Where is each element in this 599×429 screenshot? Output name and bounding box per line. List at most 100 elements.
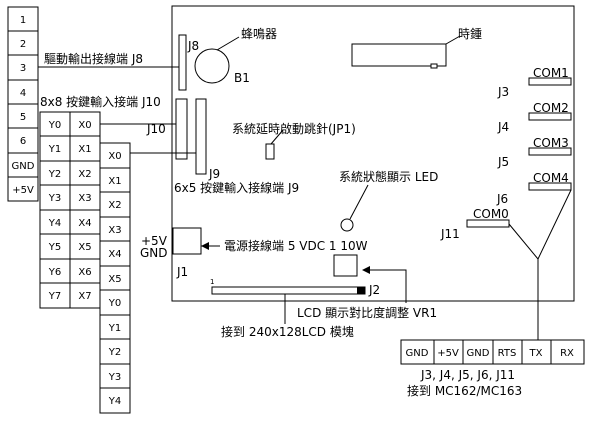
j9-pin-5: X5 xyxy=(108,274,121,285)
x-pin-2: X2 xyxy=(78,169,91,180)
jp1-description: 系統延時啟動跳針(JP1) xyxy=(232,121,356,136)
j8-description: 驅動輸出接線端 J8 xyxy=(44,51,143,66)
jp1-jumper xyxy=(265,143,275,160)
vr1-description: LCD 顯示對比度調整 VR1 xyxy=(297,305,437,320)
j2-label: J2 xyxy=(368,283,380,297)
x-pin-0: X0 xyxy=(78,120,91,131)
j3-label: J3 xyxy=(497,85,509,99)
clock-label: 時鍾 xyxy=(458,27,482,41)
j10-description: 8x8 按鍵輸入接端 J10 xyxy=(40,94,161,109)
j1-label: J1 xyxy=(176,265,188,279)
left-pin-5v: +5V xyxy=(12,185,34,196)
x-pin-3: X3 xyxy=(78,193,91,204)
j10-label: J10 xyxy=(146,122,166,136)
y-pin-5: Y5 xyxy=(48,242,61,253)
left-pin-5: 5 xyxy=(20,112,26,123)
left-pin-4: 4 xyxy=(20,88,26,99)
y-pin-7: Y7 xyxy=(48,291,61,302)
com4-connector xyxy=(528,182,572,191)
left-pin-1: 1 xyxy=(20,15,26,26)
jp1-pointer xyxy=(270,129,284,145)
y-pin-0: Y0 xyxy=(48,120,61,131)
gnd-label: GND xyxy=(140,246,168,260)
b1-label: B1 xyxy=(234,71,250,85)
j9-description: 6x5 按鍵輸入接線端 J9 xyxy=(174,180,299,195)
j5-label: J5 xyxy=(497,155,509,169)
clock-pointer xyxy=(445,35,461,45)
serial-pin-rts: RTS xyxy=(498,348,517,359)
j8-connector xyxy=(178,34,187,91)
x-pin-6: X6 xyxy=(78,267,91,278)
com3-label: COM3 xyxy=(533,136,569,150)
j1-power-connector xyxy=(172,227,202,255)
com4-label: COM4 xyxy=(533,171,569,185)
j2-pin1-number: 1 xyxy=(210,278,214,286)
x-pin-7: X7 xyxy=(78,291,91,302)
j6-label: J6 xyxy=(496,192,508,206)
com0-label: COM0 xyxy=(473,207,509,221)
j9-connector xyxy=(195,98,207,175)
com1-connector xyxy=(528,77,572,86)
j9-pin-7: Y1 xyxy=(108,323,121,334)
com0-connector xyxy=(466,219,510,228)
left-pin-3: 3 xyxy=(20,63,26,74)
mc-target-info: 接到 MC162/MC163 xyxy=(407,383,522,398)
led-description: 系統狀態顯示 LED xyxy=(339,169,438,184)
j2-pin1-marker xyxy=(357,287,365,294)
x-pin-column: X0 X1 X2 X3 X4 X5 X6 X7 xyxy=(69,111,101,309)
left-pin-6: 6 xyxy=(20,136,26,147)
plus5v-label: +5V xyxy=(141,234,168,248)
serial-pin-tx: TX xyxy=(529,348,543,359)
y-pin-3: Y3 xyxy=(48,193,61,204)
buzzer-label: 蜂鳴器 xyxy=(241,27,277,41)
vr1-pointer-line xyxy=(364,269,407,303)
x-pin-4: X4 xyxy=(78,218,91,229)
lcd-description: 接到 240x128LCD 模塊 xyxy=(221,324,354,339)
y-pin-4: Y4 xyxy=(48,218,61,229)
j9-pin-1: X1 xyxy=(108,176,121,187)
j2-lcd-header xyxy=(211,286,366,295)
y-pin-2: Y2 xyxy=(48,169,61,180)
serial-ports-info: J3, J4, J5, J6, J11 xyxy=(420,368,515,382)
j9-pin-column: X0 X1 X2 X3 X4 X5 Y0 Y1 Y2 Y3 Y4 xyxy=(99,142,131,414)
left-pin-gnd: GND xyxy=(12,161,35,172)
serial-pin-rx: RX xyxy=(560,348,574,359)
y-pin-column: Y0 Y1 Y2 Y3 Y4 Y5 Y6 Y7 xyxy=(39,111,71,309)
left-pin-2: 2 xyxy=(20,39,26,50)
com3-connector xyxy=(528,147,572,156)
vr1-arrow-icon xyxy=(362,266,370,274)
j9-pin-8: Y2 xyxy=(108,347,121,358)
j9-pin-0: X0 xyxy=(108,151,121,162)
clock-chip-notch xyxy=(430,63,438,69)
com0-wire xyxy=(508,223,539,260)
clock-chip xyxy=(351,43,447,67)
com-bus-wire xyxy=(537,189,572,260)
j9-label: J9 xyxy=(208,167,220,181)
power-description: 電源接線端 5 VDC 1 10W xyxy=(224,238,368,253)
vr1-pot xyxy=(333,254,358,277)
serial-pin-5v: +5V xyxy=(437,348,459,359)
j11-label: J11 xyxy=(440,227,460,241)
status-led xyxy=(340,218,354,232)
j9-pin-3: X3 xyxy=(108,225,121,236)
j9-pin-9: Y3 xyxy=(108,372,121,383)
buzzer-b1 xyxy=(194,48,230,84)
j4-label: J4 xyxy=(497,120,509,134)
j9-pin-2: X2 xyxy=(108,200,121,211)
com2-connector xyxy=(528,112,572,121)
x-pin-5: X5 xyxy=(78,242,91,253)
y-pin-1: Y1 xyxy=(48,144,61,155)
j8-label: J8 xyxy=(187,39,199,53)
j10-connector xyxy=(175,98,188,160)
serial-connector-row: GND +5V GND RTS TX RX xyxy=(400,339,585,365)
serial-pin-gnd-1: GND xyxy=(406,348,429,359)
j9-pin-10: Y4 xyxy=(108,396,121,407)
serial-pin-gnd-2: GND xyxy=(467,348,490,359)
led-pointer xyxy=(349,184,369,220)
x-pin-1: X1 xyxy=(78,144,91,155)
board-outline xyxy=(171,5,575,302)
buzzer-pointer xyxy=(216,36,240,51)
left-pin-column: 1 2 3 4 5 6 GND +5V xyxy=(7,6,39,202)
j9-pin-4: X4 xyxy=(108,249,121,260)
